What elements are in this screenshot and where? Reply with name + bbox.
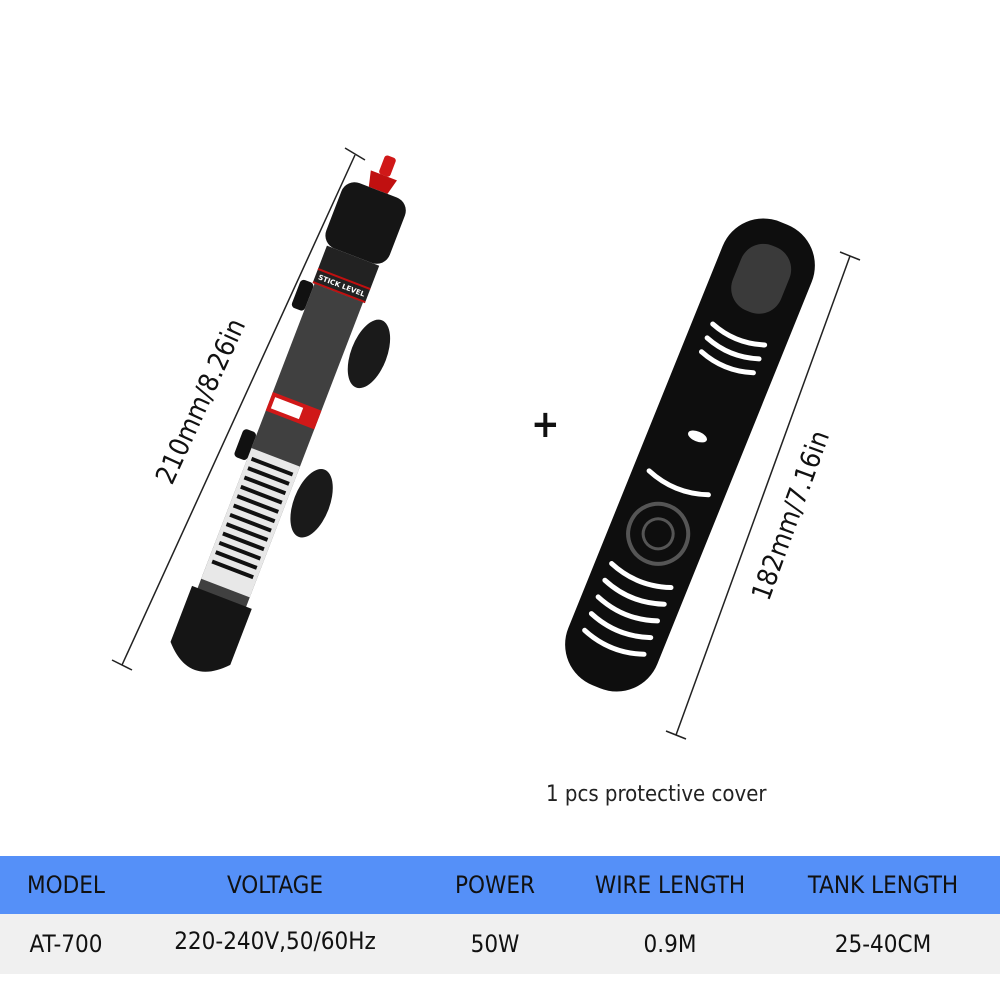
spec-table-row: AT-700 220-240V,50/60Hz 50W 0.9M 25-40CM (0, 914, 1000, 974)
value-power: 50W (470, 930, 520, 958)
product-illustration: STICK LEVEL (111, 147, 861, 740)
plus-sign: + (531, 402, 560, 446)
heater-image: STICK LEVEL (170, 155, 406, 672)
cover-caption: 1 pcs protective cover (546, 782, 767, 807)
header-voltage: VOLTAGE (226, 871, 324, 899)
value-wire-length: 0.9M (643, 930, 697, 958)
spec-table: MODEL VOLTAGE POWER WIRE LENGTH TANK LEN… (0, 856, 1000, 974)
protective-cover-image (565, 218, 815, 692)
heater-dimension-line (111, 147, 366, 671)
header-power: POWER (454, 871, 536, 899)
header-tank-length: TANK LENGTH (807, 871, 959, 899)
value-model: AT-700 (29, 930, 103, 958)
header-model: MODEL (27, 871, 105, 899)
cover-dimension-line (665, 251, 861, 740)
value-voltage: 220-240V,50/60Hz (174, 927, 376, 955)
spec-table-header: MODEL VOLTAGE POWER WIRE LENGTH TANK LEN… (0, 856, 1000, 914)
value-tank-length: 25-40CM (834, 930, 932, 958)
header-wire-length: WIRE LENGTH (594, 871, 746, 899)
